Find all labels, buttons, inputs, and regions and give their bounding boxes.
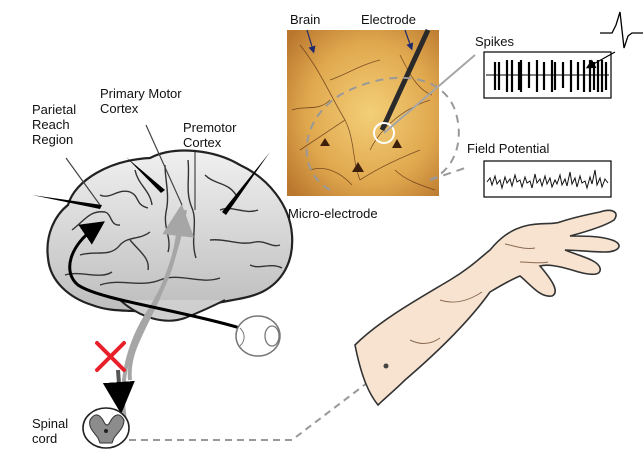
spinal-cord-label: Spinal cord [32, 416, 68, 446]
spikes-label: Spikes [475, 34, 514, 49]
parietal-reach-region-label: Parietal Reach Region [32, 102, 76, 147]
arm-illustration [355, 210, 619, 405]
premotor-cortex-label: Premotor Cortex [183, 120, 236, 150]
spinal-cord-icon [83, 408, 129, 448]
brain-label: Brain [290, 12, 320, 27]
field-potential-panel [484, 161, 611, 197]
red-x-icon [97, 343, 124, 370]
micro-electrode-label: Micro-electrode [288, 206, 378, 221]
eye-icon [236, 316, 280, 356]
bypass-dashed-line [129, 367, 388, 440]
field-potential-label: Field Potential [467, 141, 549, 156]
micrograph-image [287, 30, 439, 196]
electrode-label: Electrode [361, 12, 416, 27]
descending-arrow [118, 370, 120, 398]
spikes-panel [484, 52, 615, 98]
primary-motor-cortex-label: Primary Motor Cortex [100, 86, 182, 116]
action-potential-icon [600, 12, 643, 48]
